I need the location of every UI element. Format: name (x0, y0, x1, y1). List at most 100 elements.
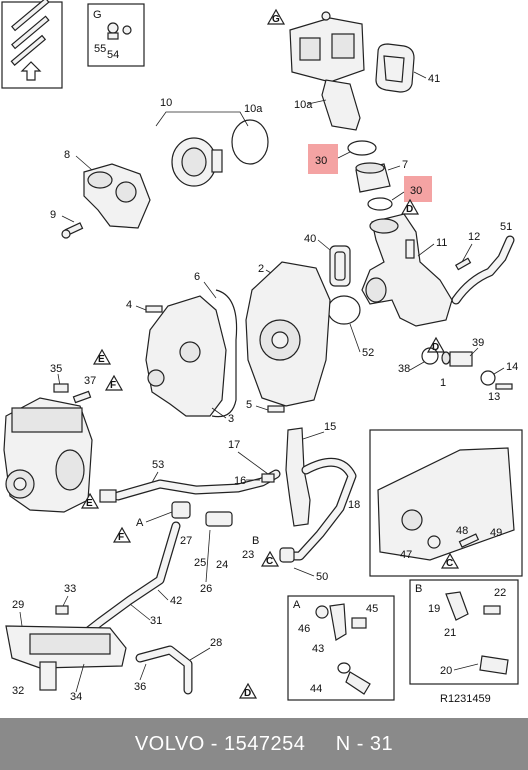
callout-15: 14 (506, 361, 518, 373)
callout-24: 23 (242, 549, 254, 561)
gasket-41: 40 (304, 233, 351, 287)
callout-23: 22 (494, 587, 506, 599)
callout-54: 53 (152, 459, 164, 471)
callout-36: 35 (50, 363, 62, 375)
callout-45: 44 (310, 683, 322, 695)
footer-bar: VOLVO - 1547254 N - 31 (0, 718, 528, 770)
callout-31-lower: 30 (410, 185, 422, 197)
pipe-16: 15 17 16 18 C 50 (228, 421, 360, 583)
timing-cover-3: 4 6 3 (126, 271, 238, 425)
callout-41: 40 (304, 233, 316, 245)
detail-box-g: G 55 54 (87, 3, 145, 67)
callout-a-ref: A (136, 517, 144, 529)
callout-4: 4 (126, 299, 132, 311)
orientation-box (1, 0, 63, 89)
footer-ref: N - 31 (335, 732, 394, 755)
callout-26: 25 (194, 557, 206, 569)
callout-42: 41 (428, 73, 440, 85)
callout-5: 5 (246, 399, 252, 411)
o-ring-31-lower: 30 D (367, 176, 432, 215)
o-ring-53: 52 (327, 295, 374, 359)
callout-10a: 10a (244, 103, 263, 115)
callout-48: 47 (400, 549, 412, 561)
o-ring-31-upper: 30 (308, 140, 377, 174)
drawing-reference: R1231459 (440, 693, 491, 705)
svg-text:E: E (86, 498, 93, 509)
exploded-parts-diagram: G 55 54 G 10a 41 30 7 (1, 0, 523, 705)
detail-label-b: B (415, 583, 422, 595)
detail-label-a: A (293, 599, 301, 611)
footer-part-number: 1547254 (224, 732, 306, 755)
lower-hoses: 42 31 33 29 32 34 36 28 D (5, 521, 258, 703)
callout-30: 29 (12, 599, 24, 611)
compressor: 35 E 37 F (3, 348, 124, 513)
callout-34: 33 (64, 583, 76, 595)
callout-b-ref: B (252, 535, 259, 547)
callout-56: 55 (94, 43, 106, 55)
callout-51: 50 (316, 571, 328, 583)
callout-20: 19 (428, 603, 440, 615)
svg-text:E: E (98, 354, 105, 365)
callout-18: 17 (228, 439, 240, 451)
callout-10: 10 (160, 97, 172, 109)
callout-12: 11 (436, 237, 447, 249)
callout-11: 10a (294, 99, 313, 111)
svg-text:C: C (446, 558, 453, 569)
thermostat-7: 7 (355, 159, 408, 193)
callout-35: 34 (70, 691, 82, 703)
callout-2: 2 (258, 263, 264, 275)
svg-text:D: D (432, 342, 439, 353)
gasket-42: 41 (375, 43, 440, 93)
callout-29: 28 (210, 637, 222, 649)
callout-46: 45 (366, 603, 378, 615)
callout-53: 52 (362, 347, 374, 359)
footer-gap (305, 733, 335, 756)
callout-37: 36 (134, 681, 146, 693)
pipe-housing-12: 11 12 (361, 213, 480, 327)
svg-text:G: G (272, 14, 280, 25)
callout-14: 13 (488, 391, 500, 403)
sensor-group: D 38 39 1 14 13 (398, 336, 518, 403)
callout-44: 43 (312, 643, 324, 655)
valve-cluster: A 27 25 24 23 B 26 F (112, 501, 259, 595)
svg-text:C: C (266, 556, 273, 567)
callout-47: 46 (298, 623, 310, 635)
footer-separator: - (204, 732, 225, 755)
callout-13: 12 (468, 231, 480, 243)
pipe-52: 51 (451, 221, 515, 305)
callout-9: 9 (50, 209, 56, 221)
direction-arrow-icon (10, 0, 50, 81)
callout-38: 37 (84, 375, 96, 387)
callout-3: 3 (228, 413, 234, 425)
callout-7: 7 (402, 159, 408, 171)
cover-2: 2 5 (245, 261, 331, 413)
callout-52: 51 (500, 221, 512, 233)
water-pump-10: 10 10a (155, 97, 269, 187)
callout-28: 27 (180, 535, 192, 547)
svg-text:D: D (406, 204, 413, 215)
callout-32: 31 (150, 615, 162, 627)
callout-50: 49 (490, 527, 502, 539)
callout-8: 8 (64, 149, 70, 161)
callout-25: 24 (216, 559, 228, 571)
callout-43: 42 (170, 595, 182, 607)
callout-6: 6 (194, 271, 200, 283)
housing-8: 8 9 (50, 149, 151, 239)
callout-55: 54 (107, 49, 119, 61)
svg-text:D: D (244, 688, 251, 699)
callout-17: 16 (234, 475, 246, 487)
callout-39: 38 (398, 363, 410, 375)
detail-label-g: G (93, 9, 102, 21)
svg-text:F: F (118, 532, 124, 543)
callout-33: 32 (12, 685, 24, 697)
callout-16: 15 (324, 421, 336, 433)
detail-box-c: 48 49 47 C (369, 429, 523, 577)
callout-1: 1 (440, 377, 446, 389)
callout-27: 26 (200, 583, 212, 595)
callout-31-upper: 30 (315, 155, 327, 167)
callout-49: 48 (456, 525, 468, 537)
detail-box-b: B 19 22 21 20 (409, 579, 519, 685)
footer-brand: VOLVO (134, 732, 205, 755)
callout-40: 39 (472, 337, 484, 349)
callout-19: 18 (348, 499, 360, 511)
